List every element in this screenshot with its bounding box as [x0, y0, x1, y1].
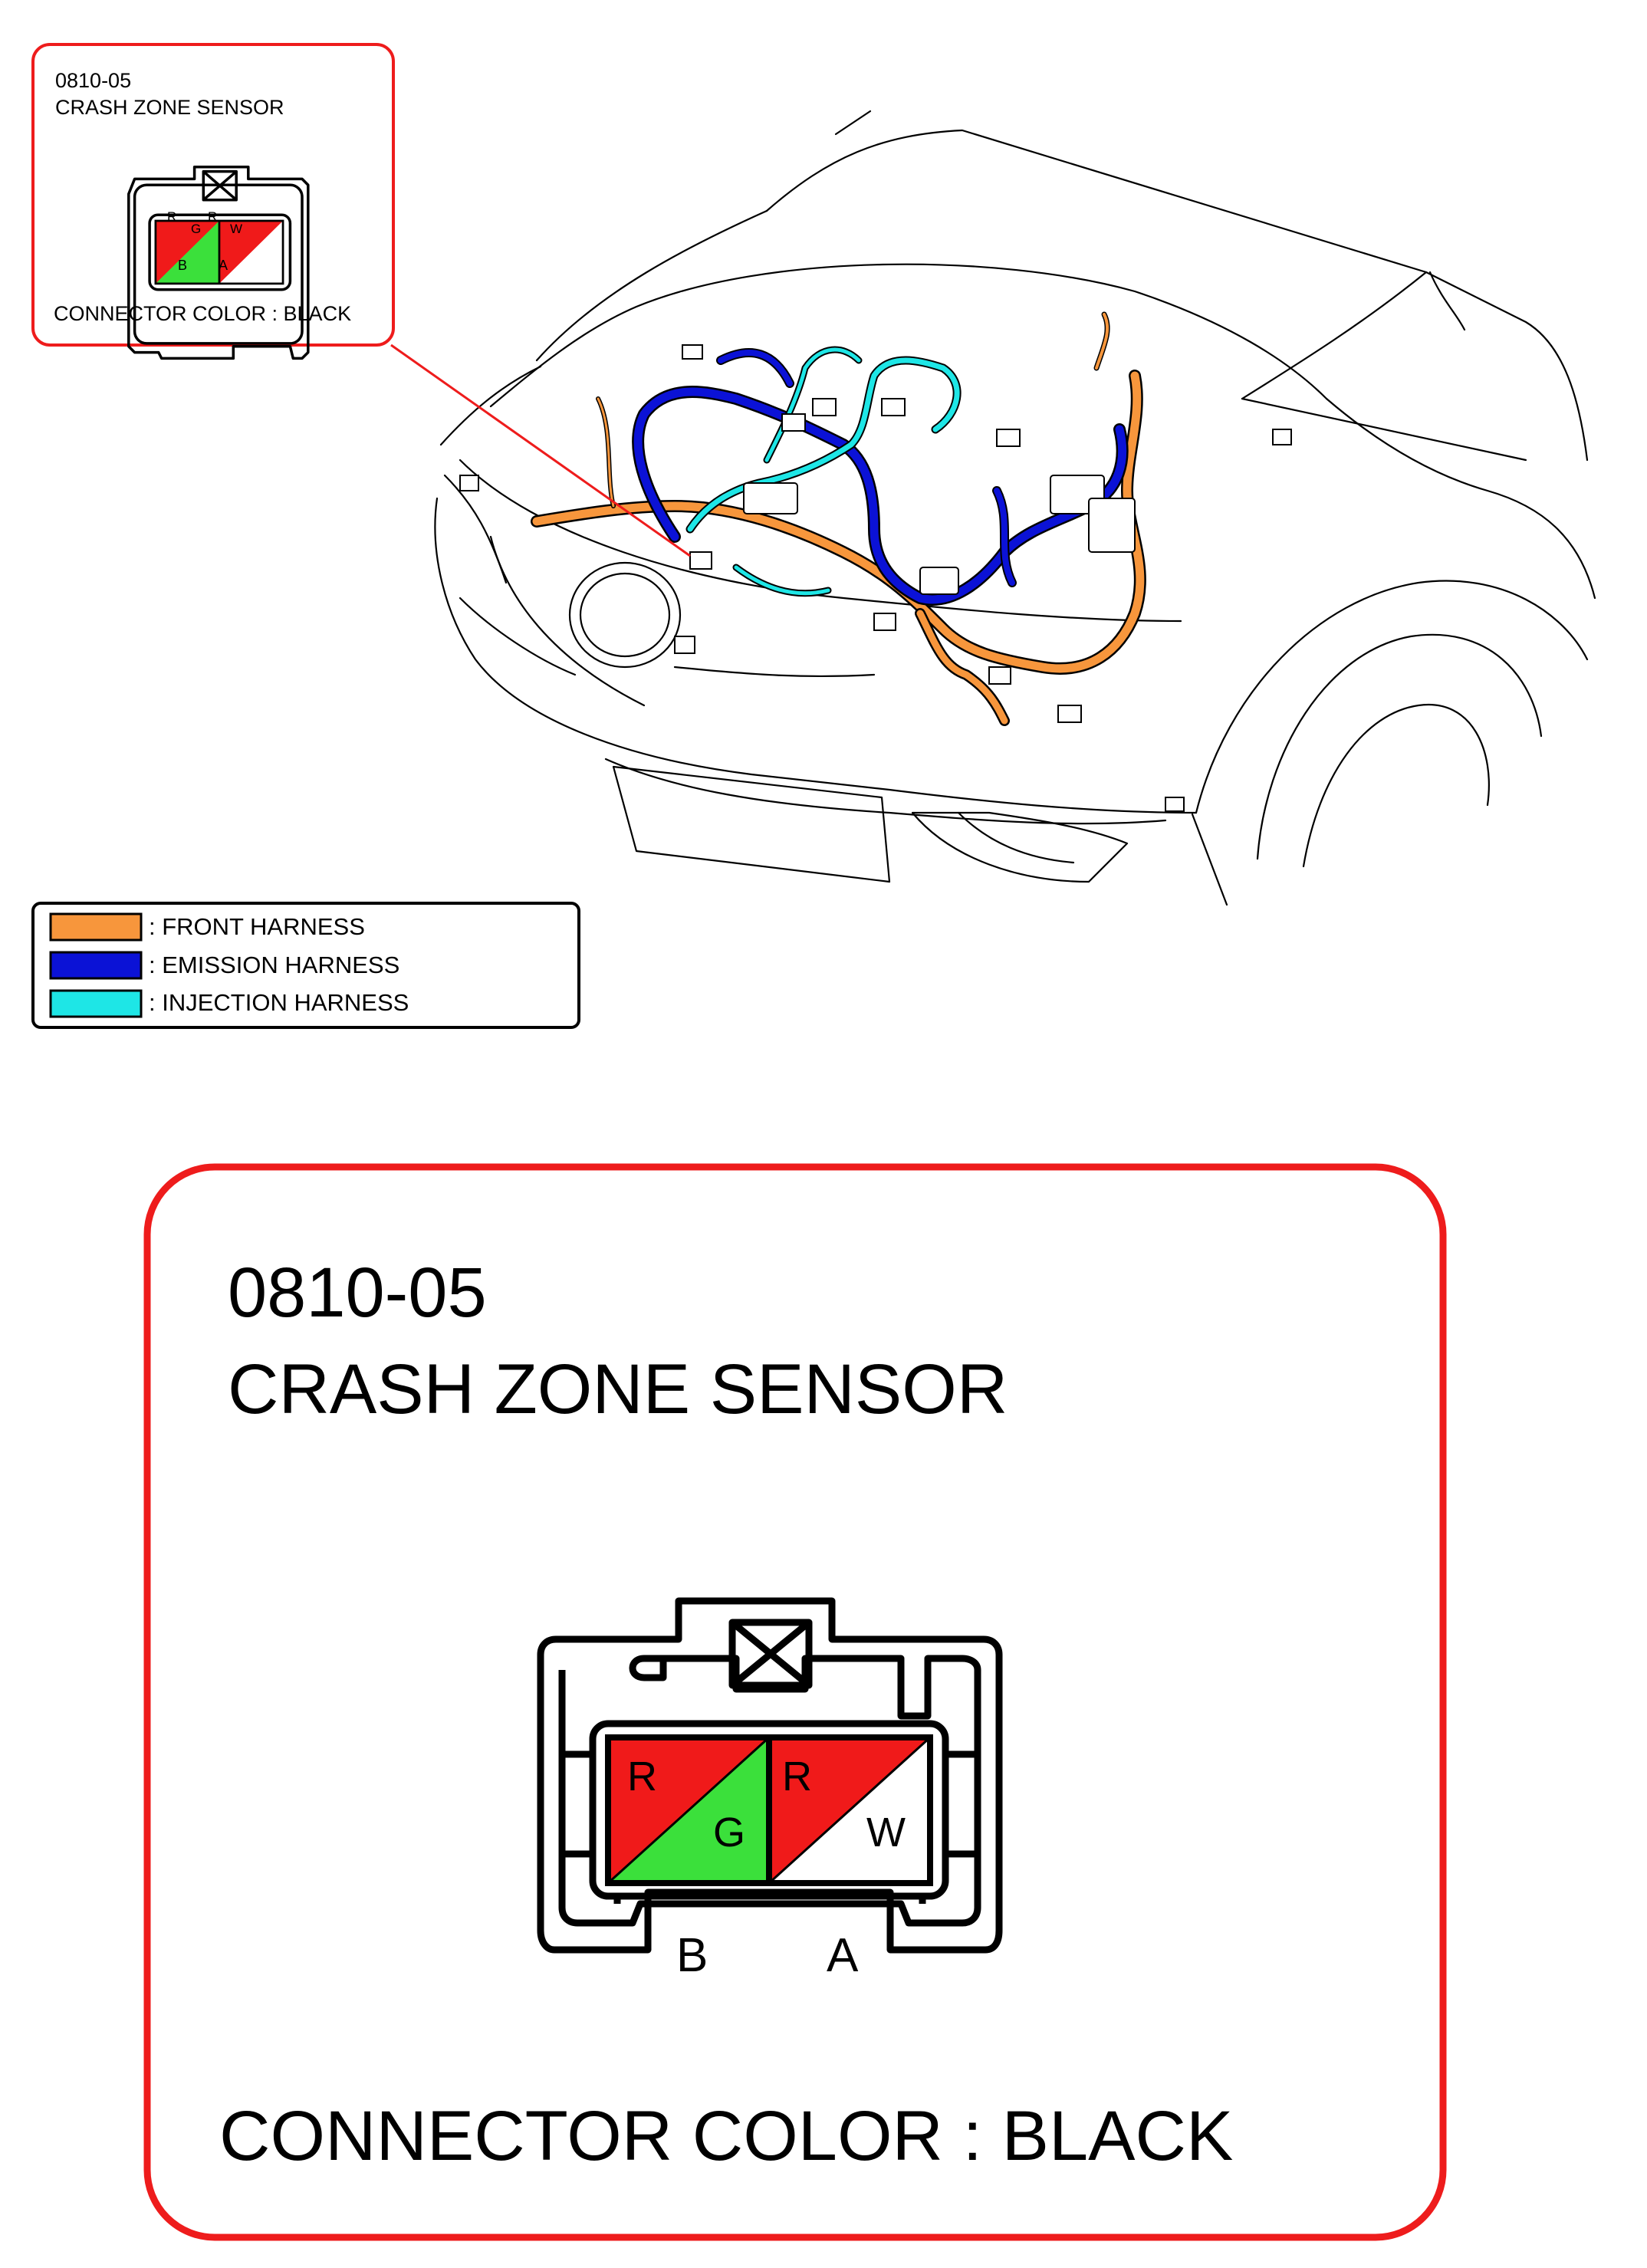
small-pin-b-label: B [178, 258, 188, 273]
small-pin-a-label: A [219, 258, 228, 273]
small-pin-b-stripe: G [191, 222, 202, 236]
legend-swatch-injection [49, 989, 143, 1018]
legend-swatches [49, 912, 143, 1018]
small-pin-b-primary: R [167, 209, 177, 224]
large-callout-name: CRASH ZONE SENSOR [228, 1350, 1008, 1428]
pin-b-wire-primary: R [627, 1754, 657, 1800]
legend-frame [31, 902, 580, 1029]
small-callout-code: 0810-05 [55, 69, 132, 92]
engine-connectors [459, 344, 1292, 812]
legend-label-front: : FRONT HARNESS [149, 913, 365, 940]
legend-label-emission: : EMISSION HARNESS [149, 952, 400, 978]
small-callout-frame [31, 43, 395, 347]
pin-a-wire-stripe: W [866, 1809, 906, 1855]
pin-b-wire-stripe: G [713, 1809, 746, 1855]
legend-label-injection: : INJECTION HARNESS [149, 989, 409, 1016]
small-callout-connector-color: CONNECTOR COLOR : BLACK [54, 302, 352, 325]
pin-a-wire-primary: R [782, 1754, 812, 1800]
pin-a-label: A [827, 1929, 859, 1982]
small-callout-name: CRASH ZONE SENSOR [55, 96, 284, 119]
large-callout-code: 0810-05 [228, 1254, 487, 1332]
small-pin-a-primary: R [208, 209, 218, 224]
small-pin-a-stripe: W [230, 222, 243, 236]
callout-leader-line [390, 343, 691, 557]
small-connector-drawing [127, 166, 310, 360]
legend-swatch-emission [49, 951, 143, 980]
large-callout-connector-color: CONNECTOR COLOR : BLACK [219, 2097, 1234, 2175]
large-callout-frame [143, 1163, 1447, 2241]
injection-harness [685, 346, 962, 597]
emission-harness [632, 348, 1129, 606]
large-connector-drawing [537, 1597, 1003, 1954]
pin-b-label: B [676, 1929, 708, 1982]
legend-swatch-front [49, 912, 143, 942]
